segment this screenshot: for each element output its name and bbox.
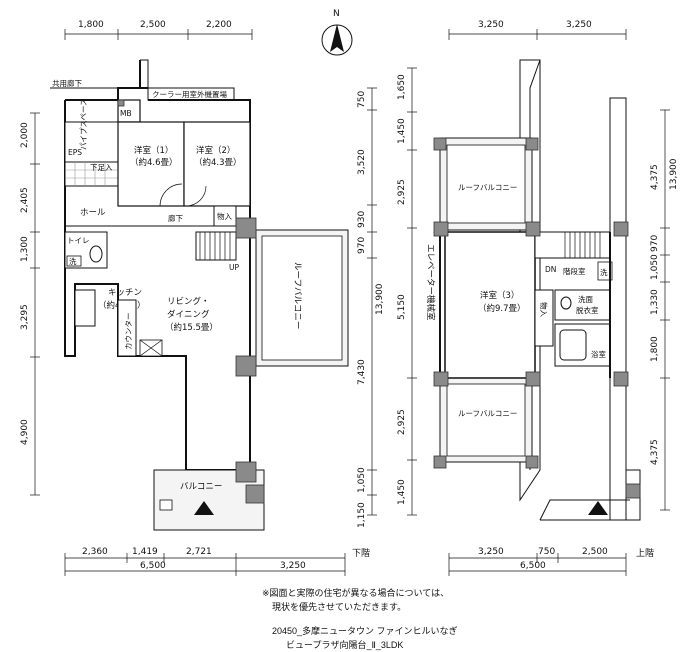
mid-a-dim-4: 970: [357, 237, 367, 254]
property-name-line1: 20450_多摩ニュータウン ファインヒルいなぎ: [272, 626, 458, 636]
bedroom2-size: （約4.3畳）: [194, 157, 242, 168]
upper-roof-balcony-top: ルーフバルコニー: [458, 183, 517, 192]
bedroom3-size: （約9.7畳）: [478, 303, 526, 314]
kitchen-name: キッチン: [108, 288, 142, 298]
mid-a-dim-5: 13,900: [375, 283, 385, 315]
balcony-label: バルコニー: [180, 482, 222, 492]
mid-a-dim-6: 7,430: [357, 359, 367, 385]
top-dim-left-3: 2,200: [206, 20, 232, 30]
left-dim-4: 3,295: [20, 304, 30, 330]
top-dimension-left: 1,800 2,500 2,200: [64, 20, 253, 40]
bedroom1-name: 洋室（1）: [134, 145, 173, 156]
ac-area-label: クーラー用室外機置場: [152, 89, 227, 99]
top-dim-left-1: 1,800: [78, 20, 104, 30]
bottom-left-dim-3: 2,721: [186, 547, 212, 557]
mb-label: MB: [120, 109, 132, 118]
mid-b-dim-5: 2,925: [397, 409, 407, 435]
disclaimer-line1: ※図面と実際の住宅が異なる場合については、: [262, 588, 450, 598]
bottom-right-dim-1: 3,250: [478, 547, 504, 557]
bottom-left-dim-2: 1,419: [132, 547, 158, 557]
right-side-dimensions: 4,375 970 1,050 13,900 1,330 1,800 4,375: [650, 109, 679, 511]
middle-dimensions-a: 750 3,520 930 970 13,900 7,430 1,050 1,1…: [357, 87, 385, 528]
upper-floor-plan: ルーフバルコニー ルーフバルコニー エレベーター機械室 洋室（3） （約9.7畳…: [425, 59, 641, 521]
bottom-left-dim-5: 3,250: [280, 561, 306, 571]
bottom-left-dim-1: 2,360: [82, 547, 108, 557]
left-side-dimensions: 2,000 2,405 1,300 3,295 4,900: [20, 112, 40, 496]
right-dim-6: 1,800: [650, 336, 660, 362]
middle-dimensions-b: 1,650 1,450 2,925 5,150 2,925 1,450: [397, 67, 417, 516]
upper-roof-balcony-bottom: ルーフバルコニー: [458, 409, 517, 418]
bottom-right-dim-3: 2,500: [582, 547, 608, 557]
mid-a-dim-3: 930: [357, 211, 367, 228]
right-dim-3: 1,050: [650, 254, 660, 280]
washroom-name-2: 脱衣室: [576, 305, 599, 315]
landing-label: 階段室: [563, 266, 586, 276]
lower-floor-plan: 共用廊下 クーラー用室外機置場 MB EPS パイプスペース 下足入 洋室（1）…: [50, 59, 349, 531]
elevator-room-label: エレベーター機械室: [425, 244, 436, 321]
left-dim-5: 4,900: [20, 419, 30, 445]
mid-b-dim-1: 1,650: [397, 74, 407, 100]
disclaimer-line2: 現状を優先させていただきます。: [272, 602, 407, 612]
pipe-space-label: パイプスペース: [79, 98, 88, 150]
shoe-storage-label: 下足入: [90, 163, 113, 172]
mid-a-dim-7: 1,050: [357, 467, 367, 493]
living-name-2: ダイニング: [167, 309, 210, 320]
storage-label-lower: 物入: [217, 211, 232, 221]
mid-a-dim-2: 3,520: [357, 149, 367, 175]
right-dim-7: 4,375: [650, 439, 660, 465]
lower-stairs: [195, 231, 237, 261]
bath-label: 浴室: [591, 349, 606, 359]
left-dim-1: 2,000: [20, 122, 30, 148]
property-name-line2: ビュープラザ向陽台_Ⅱ_3LDK: [286, 640, 404, 650]
mid-a-dim-8: 1,150: [357, 502, 367, 528]
corridor-label: 共用廊下: [52, 78, 82, 88]
bottom-right-dim-4: 6,500: [520, 561, 546, 571]
bedroom3-name: 洋室（3）: [480, 290, 519, 301]
washroom-name-1: 洗面: [578, 294, 593, 304]
top-dim-left-2: 2,500: [140, 20, 166, 30]
compass-icon: N: [321, 9, 353, 56]
upper-storage-label: 物入: [539, 302, 549, 317]
bottom-left-dim-4: 6,500: [140, 561, 166, 571]
bottom-dimension-right: 3,250 750 2,500 6,500 上階: [448, 547, 654, 576]
mid-b-dim-6: 1,450: [397, 479, 407, 505]
dn-label: DN: [545, 265, 556, 274]
roof-balcony-label: ルーフバルコニー: [292, 262, 302, 329]
mid-b-dim-2: 1,450: [397, 118, 407, 144]
upper-wash-label: 洗: [600, 267, 608, 277]
mid-a-dim-1: 750: [357, 91, 367, 108]
top-dim-right-2: 3,250: [566, 20, 592, 30]
top-dim-right-1: 3,250: [478, 20, 504, 30]
top-dimension-right: 3,250 3,250: [448, 20, 627, 40]
left-dim-3: 1,300: [20, 236, 30, 262]
hall-label: ホール: [80, 208, 106, 218]
counter-label: カウンター: [124, 313, 133, 351]
right-dim-5: 1,330: [650, 289, 660, 315]
compass-north-label: N: [333, 9, 340, 19]
hallway-label: 廊下: [168, 213, 183, 223]
living-size: （約15.5畳）: [165, 322, 218, 333]
right-dim-4: 13,900: [669, 158, 679, 190]
eps-label: EPS: [68, 148, 82, 157]
wash-label-lower: 洗: [69, 256, 77, 266]
bedroom2-name: 洋室（2）: [196, 145, 235, 156]
right-dim-1: 4,375: [650, 164, 660, 190]
stairs-up-label: UP: [229, 263, 239, 272]
right-dim-2: 970: [650, 235, 660, 252]
bottom-right-dim-2: 750: [538, 547, 555, 557]
floor-label-upper: 上階: [636, 548, 654, 559]
mid-b-dim-3: 2,925: [397, 179, 407, 205]
left-dim-2: 2,405: [20, 187, 30, 213]
toilet-label: トイレ: [67, 236, 90, 245]
floor-label-lower: 下階: [352, 548, 370, 559]
bedroom1-size: （約4.6畳）: [130, 157, 178, 168]
mid-b-dim-4: 5,150: [397, 294, 407, 320]
living-name-1: リビング・: [167, 296, 210, 307]
bottom-dimension-left: 2,360 1,419 2,721 6,500 3,250 下階: [64, 547, 370, 576]
